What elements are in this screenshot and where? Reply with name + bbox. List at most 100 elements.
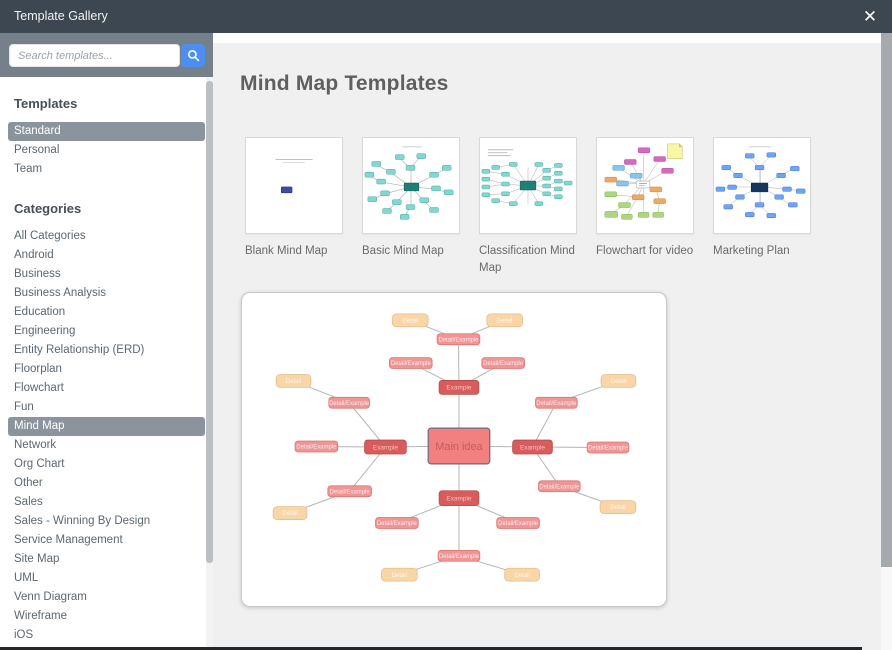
sidebar-item-service-management[interactable]: Service Management	[14, 534, 123, 546]
template-card-label: Flowchart for video	[596, 245, 694, 257]
sidebar-item-business[interactable]: Business	[14, 268, 61, 280]
sidebar-item-org-chart[interactable]: Org Chart	[14, 458, 65, 470]
basic-mind-map-thumbnail	[362, 137, 460, 234]
sidebar-item-ios[interactable]: iOS	[14, 629, 34, 641]
svg-text:Detail/Example: Detail/Example	[439, 554, 480, 560]
svg-text:Detail/Example: Detail/Example	[498, 521, 539, 527]
search-band	[0, 33, 213, 77]
svg-text:Detail/Example: Detail/Example	[588, 446, 629, 452]
mindmap-node-de-leftOuter: Detail/Example	[294, 440, 339, 453]
mindmap-node-de-leftDown: Detail/Example	[327, 485, 372, 498]
template-cards-row: Blank Mind Map	[245, 137, 811, 277]
main-scrollbar-thumb[interactable]	[881, 33, 892, 567]
mindmap-edge	[349, 446, 386, 492]
svg-text:Example: Example	[446, 385, 471, 392]
template-card-label: Classification Mind Map	[479, 245, 575, 274]
mindmap-node-d-botL: Detail	[381, 567, 418, 582]
svg-text:Detail/Example: Detail/Example	[539, 484, 580, 490]
sidebar-item-team[interactable]: Team	[14, 163, 43, 175]
sidebar-item-network[interactable]: Network	[14, 439, 57, 451]
sidebar-item-business-analysis[interactable]: Business Analysis	[14, 287, 107, 299]
sidebar-item-wireframe[interactable]: Wireframe	[14, 610, 68, 622]
sidebar-item-fun[interactable]: Fun	[14, 401, 34, 413]
mindmap-node-de-rightOuter: Detail/Example	[586, 441, 630, 454]
mindmap-node-d-botR: Detail	[504, 567, 540, 582]
sidebar-scrollbar[interactable]	[206, 77, 213, 650]
mindmap-node-de-rightDown: Detail/Example	[538, 480, 581, 493]
mindmap-node-de-botL: Detail/Example	[375, 517, 419, 529]
sidebar-item-all-categories[interactable]: All Categories	[14, 230, 86, 242]
sidebar-item-android[interactable]: Android	[14, 249, 54, 261]
sidebar-item-engineering[interactable]: Engineering	[14, 325, 76, 337]
mindmap-node-ex-right: Example	[512, 439, 553, 455]
svg-text:Detail/Example: Detail/Example	[296, 445, 337, 451]
sidebar-item-venn-diagram[interactable]: Venn Diagram	[14, 591, 87, 603]
flowchart-for-video-thumbnail	[596, 137, 694, 234]
template-card-basic-mind-map[interactable]: Basic Mind Map	[362, 137, 460, 277]
mindmap-node-de-botC: Detail/Example	[437, 549, 481, 562]
dialog-titlebar: Template Gallery ✕	[0, 0, 892, 33]
bottom-edge-bar	[0, 647, 862, 650]
mindmap-node-d-topL: Detail	[391, 313, 429, 328]
sidebar-item-entity-relationship-erd[interactable]: Entity Relationship (ERD)	[14, 344, 145, 356]
svg-text:Detail/Example: Detail/Example	[483, 361, 524, 367]
sidebar-item-personal[interactable]: Personal	[14, 144, 60, 156]
sidebar-item-sales[interactable]: Sales	[14, 496, 43, 508]
svg-text:Detail: Detail	[611, 379, 626, 385]
templates-heading: Templates	[14, 96, 78, 111]
main-panel: Mind Map Templates Blank Mind Map	[213, 33, 892, 650]
magnifier-icon	[187, 49, 200, 62]
template-card-classification-mind-map[interactable]: Classification Mind Map	[479, 137, 577, 277]
sidebar-item-floorplan[interactable]: Floorplan	[14, 363, 62, 375]
template-card-blank-mind-map[interactable]: Blank Mind Map	[245, 137, 343, 277]
sidebar-item-other[interactable]: Other	[14, 477, 43, 489]
svg-text:Detail/Example: Detail/Example	[536, 401, 577, 407]
svg-text:Detail/Example: Detail/Example	[438, 337, 479, 343]
sidebar-item-site-map[interactable]: Site Map	[14, 553, 60, 565]
svg-text:Example: Example	[446, 495, 471, 502]
sidebar-item-education[interactable]: Education	[14, 306, 66, 318]
sidebar-item-mind-map[interactable]: Mind Map	[8, 417, 205, 436]
search-button[interactable]	[181, 44, 205, 67]
sidebar-item-standard[interactable]: Standard	[8, 122, 205, 141]
mindmap-node-de-midL: Detail/Example	[389, 357, 433, 369]
search-input[interactable]	[9, 44, 180, 67]
template-card-flowchart-for-video[interactable]: Flowchart for video	[596, 137, 694, 277]
mindmap-node-main: Main idea	[427, 427, 491, 465]
template-card-label: Basic Mind Map	[362, 245, 444, 257]
sidebar-item-flowchart[interactable]: Flowchart	[14, 382, 64, 394]
svg-text:Main idea: Main idea	[435, 441, 483, 453]
sidebar-item-sales-winning-by-design[interactable]: Sales - Winning By Design	[14, 515, 151, 527]
template-card-label: Marketing Plan	[713, 245, 790, 257]
mindmap-node-ex-bottom: Example	[438, 490, 480, 507]
svg-text:Detail: Detail	[286, 379, 301, 385]
sidebar-item-uml[interactable]: UML	[14, 572, 39, 584]
dialog-title: Template Gallery	[14, 9, 108, 23]
mindmap-node-de-botR: Detail/Example	[496, 517, 540, 529]
main-scrollbar[interactable]	[881, 33, 892, 650]
sidebar-scrollbar-thumb[interactable]	[206, 81, 213, 563]
svg-text:Detail/Example: Detail/Example	[377, 521, 418, 527]
mindmap-node-d-rightUp: Detail	[600, 374, 637, 388]
marketing-plan-thumbnail	[713, 137, 811, 234]
close-icon[interactable]: ✕	[862, 7, 878, 26]
mindmap-node-de-midR: Detail/Example	[481, 357, 525, 369]
mindmap-node-de-top: Detail/Example	[436, 333, 481, 346]
main-top-strip	[213, 33, 892, 43]
svg-text:Detail: Detail	[403, 318, 418, 324]
svg-text:Detail/Example: Detail/Example	[329, 401, 370, 407]
mindmap-node-d-topR: Detail	[486, 313, 523, 328]
svg-text:Detail/Example: Detail/Example	[330, 489, 371, 495]
categories-heading: Categories	[14, 201, 82, 216]
page-title: Mind Map Templates	[240, 72, 449, 95]
svg-text:Detail: Detail	[514, 573, 529, 579]
mindmap-node-de-rightUp: Detail/Example	[535, 396, 578, 409]
mindmap-node-d-leftUp: Detail	[275, 374, 312, 388]
template-card-marketing-plan[interactable]: Marketing Plan	[713, 137, 811, 277]
svg-text:Detail/Example: Detail/Example	[391, 361, 432, 367]
